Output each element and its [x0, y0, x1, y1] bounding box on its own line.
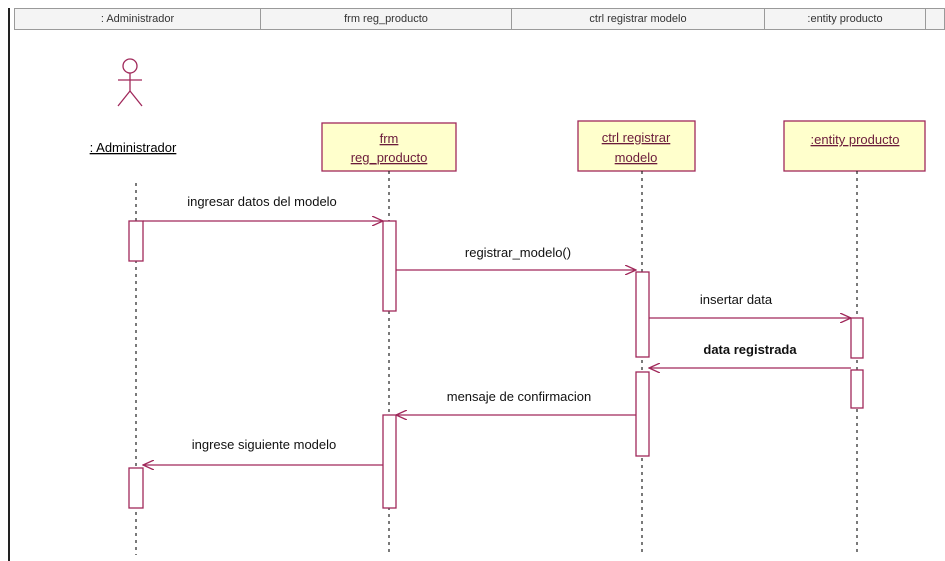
- activation-admin-1: [128, 220, 144, 262]
- object-ctrl-line-1: ctrl registrar: [602, 130, 671, 145]
- object-entity-line-1: :entity producto: [811, 132, 900, 147]
- frame-left-border: [8, 8, 10, 561]
- object-frm-line-2: reg_producto: [351, 150, 428, 165]
- message-label-m1: ingresar datos del modelo: [187, 194, 337, 209]
- object-frm-reg-producto: frm reg_producto: [321, 122, 457, 172]
- activation-entity-1: [850, 317, 864, 359]
- object-ctrl-registrar-modelo: ctrl registrar modelo: [577, 120, 696, 172]
- actor-figure-icon: [117, 58, 143, 107]
- activation-entity-2: [850, 369, 864, 409]
- swimlane-ctrl-registrar-modelo: ctrl registrar modelo: [512, 9, 765, 29]
- activation-frm-2: [382, 414, 397, 509]
- actor-label: : Administrador: [90, 140, 177, 155]
- swimlane-administrador: : Administrador: [15, 9, 261, 29]
- activation-ctrl-2: [635, 371, 650, 457]
- activation-admin-2: [128, 467, 144, 509]
- swimlane-frm-reg-producto: frm reg_producto: [261, 9, 512, 29]
- activation-frm-1: [382, 220, 397, 312]
- activation-ctrl-1: [635, 271, 650, 358]
- swimlane-header: : Administrador frm reg_producto ctrl re…: [14, 8, 945, 30]
- message-label-m4: data registrada: [703, 342, 797, 357]
- message-label-m2: registrar_modelo(): [465, 245, 571, 260]
- swimlane-entity-producto: :entity producto: [765, 9, 926, 29]
- object-frm-line-1: frm: [380, 131, 399, 146]
- message-label-m3: insertar data: [700, 292, 773, 307]
- object-ctrl-line-2: modelo: [615, 150, 658, 165]
- message-label-m5: mensaje de confirmacion: [447, 389, 592, 404]
- message-label-m6: ingrese siguiente modelo: [192, 437, 337, 452]
- object-entity-producto: :entity producto: [783, 120, 926, 172]
